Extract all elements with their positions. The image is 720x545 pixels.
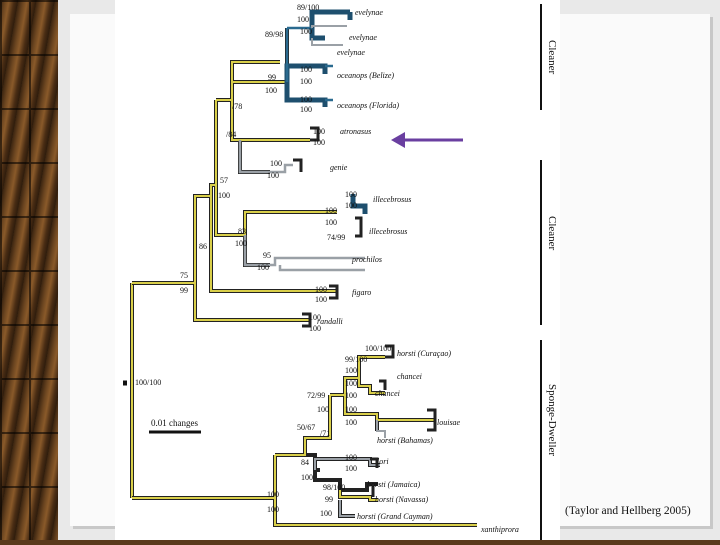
- tip-label: horsti (Bahamas): [377, 436, 433, 445]
- support-value: 100: [345, 453, 357, 462]
- support-value: 100: [267, 171, 279, 180]
- support-value: 100: [315, 285, 327, 294]
- tip-label: horsti (Grand Cayman): [357, 512, 433, 521]
- group-label-cleaner: Cleaner: [546, 216, 558, 251]
- tip-label: figaro: [352, 288, 371, 297]
- support-value: 100: [325, 206, 337, 215]
- tip-label: oceanops (Florida): [337, 101, 399, 110]
- support-value: 89/98: [265, 30, 283, 39]
- support-value: 100: [257, 263, 269, 272]
- support-value: 99: [268, 73, 276, 82]
- tip-label: genie: [330, 163, 348, 172]
- phylogeny-figure: 0.01 changes evelynae evelynae evelynae …: [115, 0, 560, 540]
- support-value: 100: [315, 295, 327, 304]
- phylogenetic-tree: 0.01 changes evelynae evelynae evelynae …: [123, 3, 558, 540]
- support-value: 100: [345, 391, 357, 400]
- support-value: 100: [300, 65, 312, 74]
- support-value: 100: [267, 490, 279, 499]
- support-value: 100: [345, 464, 357, 473]
- support-value: 100: [300, 95, 312, 104]
- group-label-cleaner: Cleaner: [546, 40, 558, 75]
- support-value: 75: [180, 271, 188, 280]
- tip-label: illecebrosus: [369, 227, 407, 236]
- tip-label: louisae: [437, 418, 461, 427]
- support-value: 89/100: [297, 3, 319, 12]
- support-value: 100: [345, 366, 357, 375]
- support-value: 100/100: [135, 378, 161, 387]
- scale-bar-label: 0.01 changes: [151, 418, 198, 428]
- support-value: 100: [297, 15, 309, 24]
- support-value: 100: [301, 473, 313, 482]
- support-value: 100: [309, 324, 321, 333]
- support-value: 100: [270, 159, 282, 168]
- support-value: 100: [267, 505, 279, 514]
- support-value: 100: [345, 379, 357, 388]
- support-value: 100: [309, 313, 321, 322]
- tip-label: evelynae: [349, 33, 377, 42]
- support-value: /71: [320, 429, 330, 438]
- citation: (Taylor and Hellberg 2005): [565, 505, 691, 517]
- tip-label: oceanops (Belize): [337, 71, 394, 80]
- support-value: 100: [313, 127, 325, 136]
- tip-label: evelynae: [337, 48, 365, 57]
- support-value: 86: [199, 242, 207, 251]
- tip-label: randalli: [317, 317, 343, 326]
- support-value: 100: [325, 218, 337, 227]
- group-label-sponge-dweller: Sponge-Dweller: [546, 384, 558, 456]
- support-value: 57: [220, 176, 228, 185]
- support-value: 100: [300, 105, 312, 114]
- support-value: 100: [320, 509, 332, 518]
- support-value: 100: [265, 86, 277, 95]
- tip-label: lori: [377, 457, 389, 466]
- support-value: 100: [345, 201, 357, 210]
- support-value: 99: [180, 286, 188, 295]
- tip-label: chancei: [375, 389, 400, 398]
- support-value: 100: [300, 27, 312, 36]
- support-value: 72/99: [307, 391, 325, 400]
- tip-label: horsti (Curaçao): [397, 349, 451, 358]
- support-value: 83: [238, 227, 246, 236]
- tip-label: prochilos: [351, 255, 382, 264]
- tip-label: horsti (Jamaica): [367, 480, 420, 489]
- support-value: 84: [301, 458, 309, 467]
- tip-label: horsti (Navassa): [375, 495, 428, 504]
- support-value: 100: [345, 405, 357, 414]
- support-value: 74/99: [327, 233, 345, 242]
- arrow-head: [391, 132, 405, 148]
- tip-label: evelynae: [355, 8, 383, 17]
- support-value: 95: [263, 251, 271, 260]
- support-value: /84: [226, 130, 236, 139]
- support-value: /78: [232, 102, 242, 111]
- support-value: 100: [218, 191, 230, 200]
- tip-label: illecebrosus: [373, 195, 411, 204]
- tip-label: xanthiprora: [480, 525, 519, 534]
- mask-block-top: [400, 10, 460, 50]
- tip-label: atronasus: [340, 127, 371, 136]
- support-value: 50/67: [297, 423, 315, 432]
- support-value: 100: [345, 418, 357, 427]
- mask-block-mid: [415, 160, 463, 270]
- support-value: 100: [300, 77, 312, 86]
- tip-label: chancei: [397, 372, 422, 381]
- support-value: 100: [313, 138, 325, 147]
- support-value: 99: [325, 495, 333, 504]
- support-value: 100: [345, 190, 357, 199]
- wood-panel-grid: [0, 0, 58, 540]
- support-value: 99/100: [345, 355, 367, 364]
- support-value: 98/100: [323, 483, 345, 492]
- support-value: 100: [235, 239, 247, 248]
- support-value: 100: [317, 405, 329, 414]
- support-value: 100/100: [365, 344, 391, 353]
